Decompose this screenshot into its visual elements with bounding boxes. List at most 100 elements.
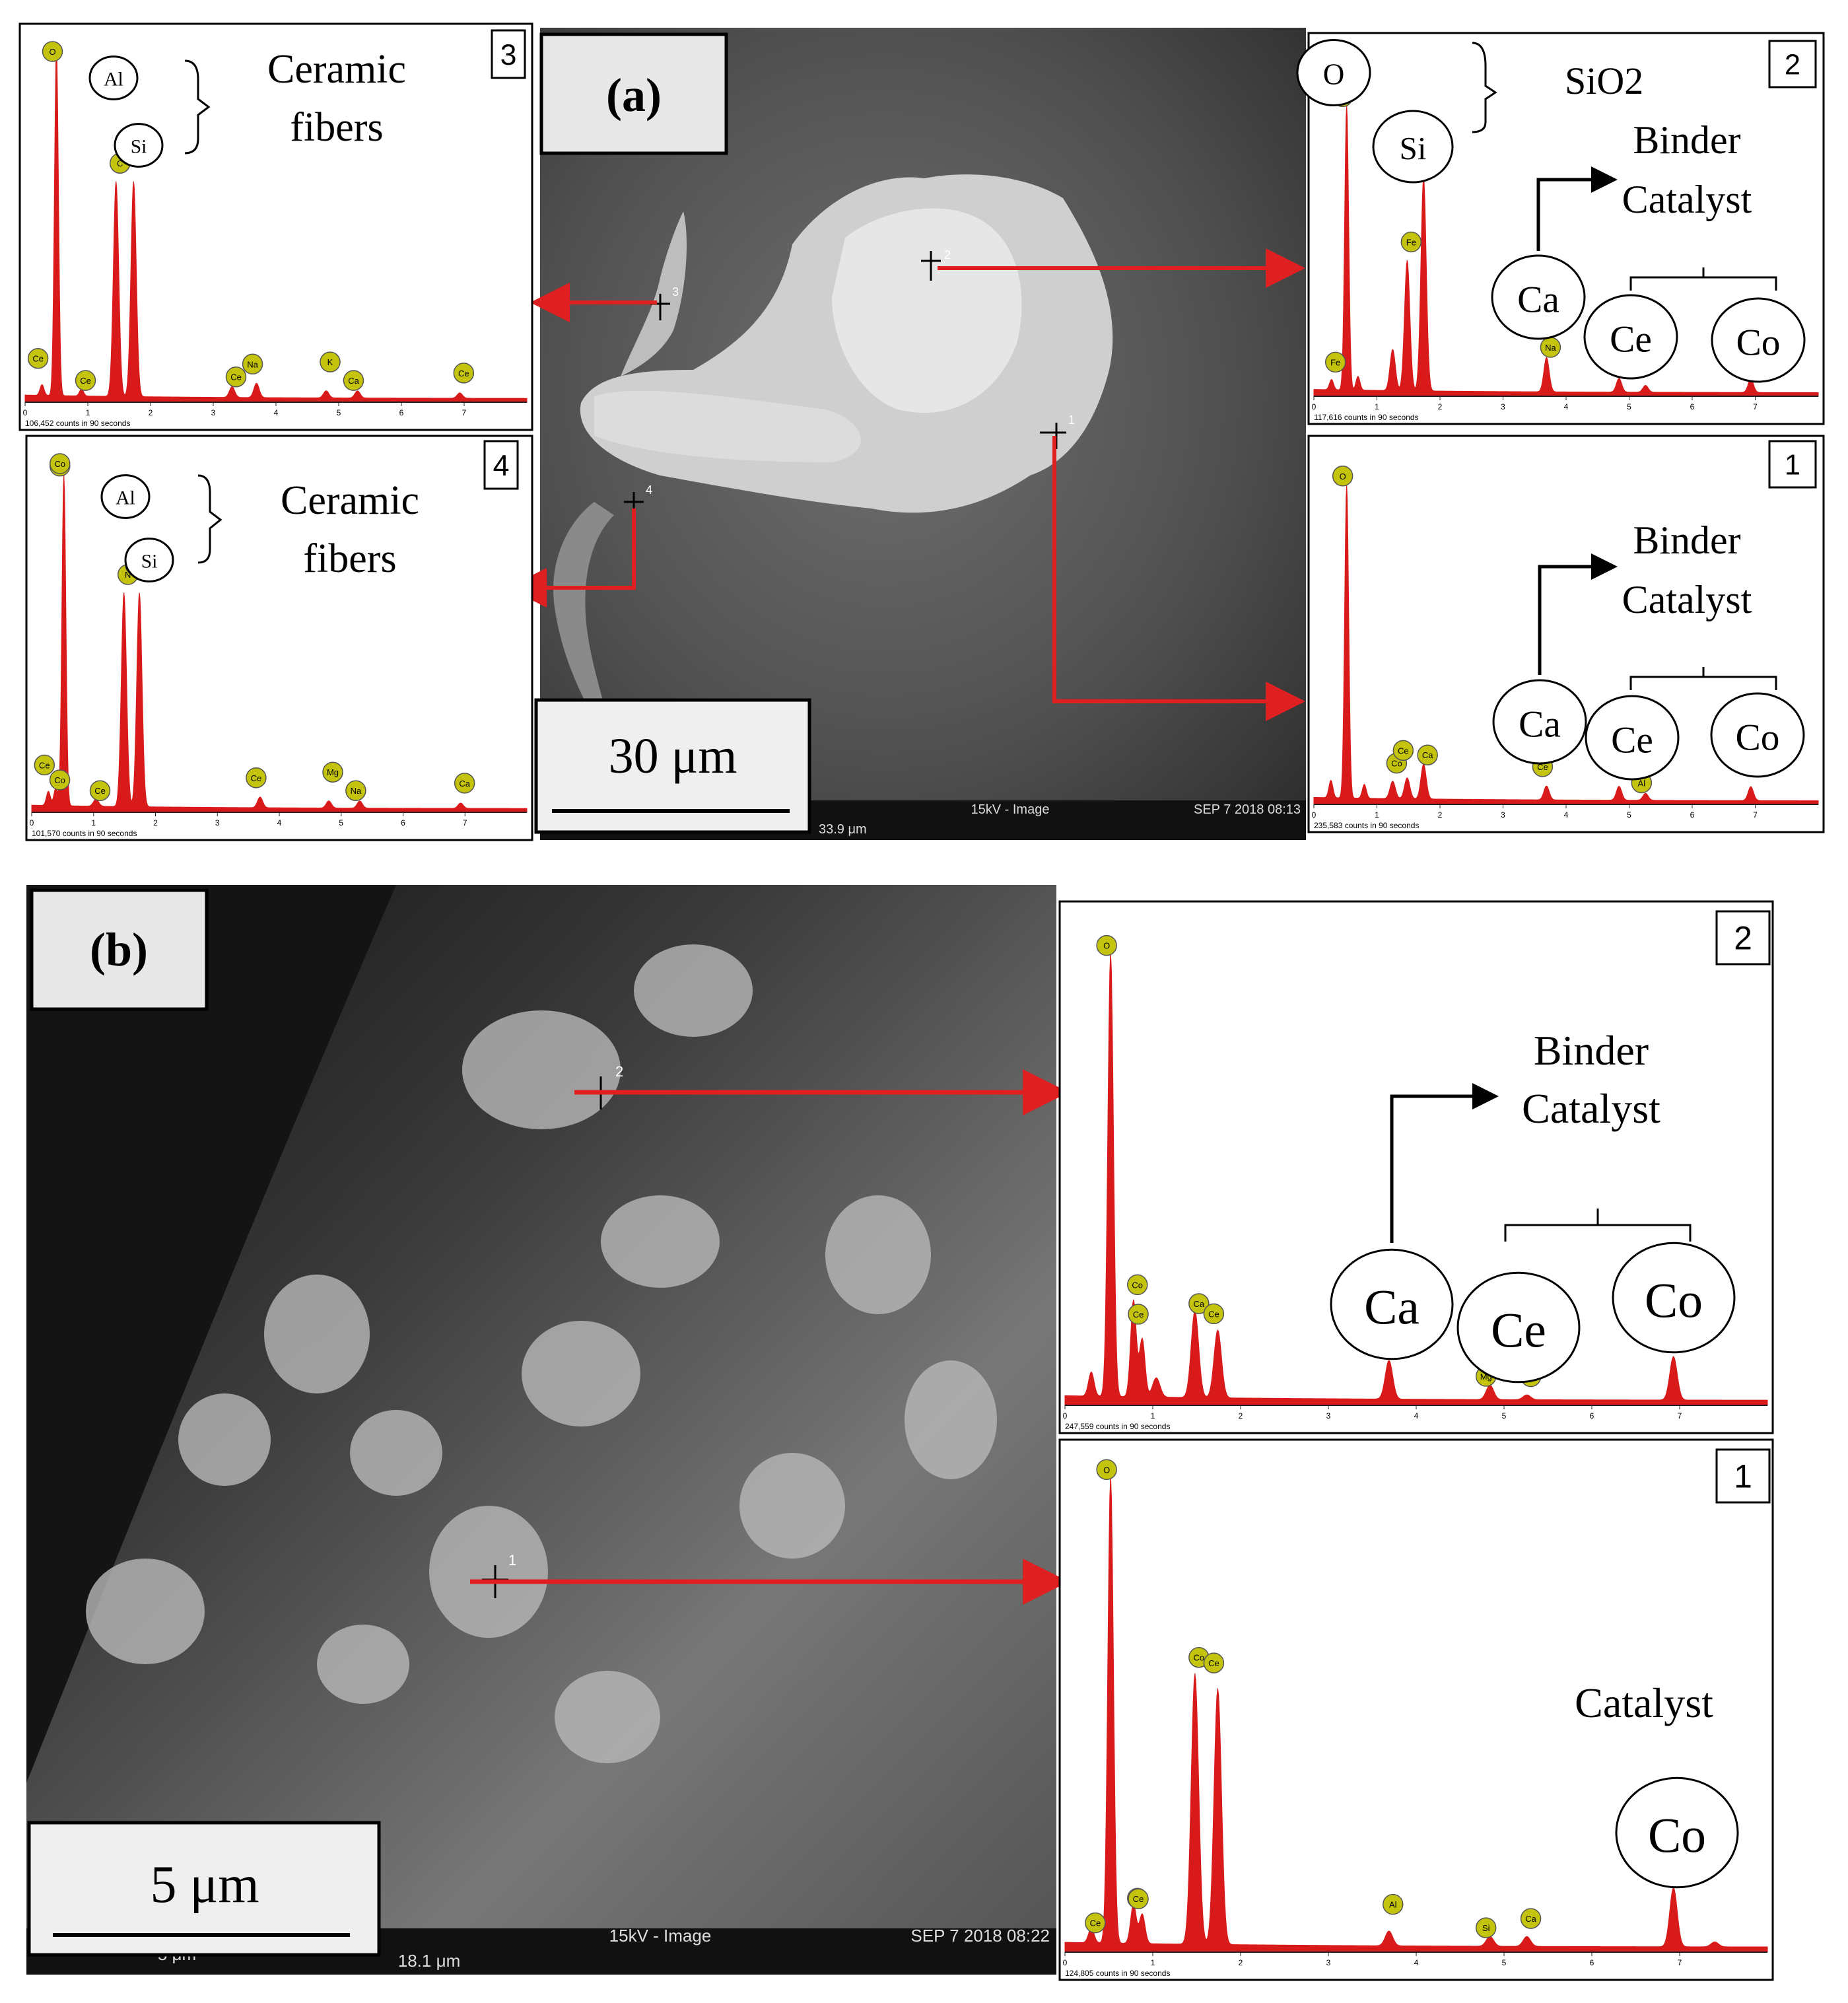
element-circle bbox=[1583, 294, 1678, 380]
spectrum-number: 2 bbox=[1734, 920, 1752, 957]
axis-tick-label: 0 bbox=[23, 408, 28, 417]
axis-tick-label: 7 bbox=[1678, 1958, 1682, 1967]
axis-tick-label: 2 bbox=[1239, 1411, 1243, 1421]
peak-marker bbox=[75, 370, 96, 391]
peak-marker bbox=[1096, 934, 1117, 956]
peak-marker-label: Ce bbox=[251, 773, 262, 783]
peak-marker-label: N bbox=[125, 570, 131, 580]
peak-marker bbox=[343, 370, 364, 391]
peak-marker-label: C bbox=[117, 158, 123, 168]
axis-tick-label: 6 bbox=[1690, 810, 1695, 820]
counts-label: 247,559 counts in 90 seconds bbox=[1065, 1422, 1170, 1431]
axis-tick-label: 4 bbox=[1414, 1958, 1419, 1967]
peak-marker-label: O bbox=[1103, 1465, 1110, 1475]
element-circle-label: Co bbox=[1645, 1273, 1703, 1328]
sem-b-date: SEP 7 2018 08:22 bbox=[910, 1926, 1050, 1946]
point-a-3: 3 bbox=[672, 285, 679, 299]
peak-marker bbox=[1096, 1459, 1117, 1481]
ce-co-brace-s2b bbox=[1504, 1209, 1692, 1242]
peak-marker-label: Ce bbox=[1133, 1894, 1144, 1904]
axis-tick-label: 0 bbox=[30, 818, 34, 827]
axis-tick-label: 5 bbox=[337, 408, 341, 417]
spectrum-number: 3 bbox=[500, 39, 517, 71]
sem-a-mode: 15kV - Image bbox=[971, 802, 1050, 817]
peak-marker bbox=[1128, 1888, 1149, 1909]
peak-marker-label: Ce bbox=[39, 760, 50, 770]
panel-a-label-box bbox=[539, 32, 728, 155]
annotation-line-1: Binder bbox=[1534, 1027, 1649, 1074]
axis-tick-label: 3 bbox=[215, 818, 220, 827]
peak-marker bbox=[1128, 1304, 1149, 1325]
sem-a-field: 33.9 μm bbox=[819, 822, 867, 837]
axis-tick-label: 1 bbox=[86, 408, 90, 417]
axis-tick-label: 2 bbox=[1438, 402, 1443, 411]
spectrum-number-box bbox=[1715, 1448, 1771, 1504]
counts-label: 117,616 counts in 90 seconds bbox=[1314, 413, 1419, 422]
ceramic-brace-s4 bbox=[197, 474, 222, 564]
axis-tick-label: 0 bbox=[1312, 810, 1317, 820]
sem-a-date: SEP 7 2018 08:13 bbox=[1194, 802, 1301, 817]
spectrum-trace bbox=[31, 474, 528, 813]
peak-marker bbox=[453, 363, 475, 384]
peak-marker bbox=[1392, 740, 1414, 761]
annotation-line-2: Catalyst bbox=[1622, 178, 1752, 221]
arrows-a bbox=[507, 248, 1305, 721]
axis-tick-label: 3 bbox=[1501, 810, 1505, 820]
binder-arrow-s1a bbox=[1538, 553, 1618, 675]
element-circle bbox=[114, 123, 164, 168]
element-circle-label: Si bbox=[1399, 130, 1426, 166]
ceramic-brace-s3 bbox=[184, 59, 211, 155]
peak-marker-label: Na bbox=[1545, 343, 1556, 353]
group-brace bbox=[1472, 42, 1497, 133]
peak-marker-label: K bbox=[327, 357, 333, 367]
peak-marker-label: Ce bbox=[230, 372, 242, 382]
peak-marker-label: Fe bbox=[1406, 237, 1416, 247]
peak-marker bbox=[50, 453, 71, 474]
axis-tick-label: 2 bbox=[1239, 1958, 1243, 1967]
sem-b-mode: 15kV - Image bbox=[609, 1926, 712, 1946]
element-circle bbox=[1330, 1248, 1454, 1360]
peak-marker bbox=[345, 780, 366, 801]
peak-marker bbox=[34, 754, 55, 776]
peak-marker-label: Co bbox=[1391, 759, 1402, 769]
peak-marker-label: Ce bbox=[1133, 1310, 1144, 1319]
point-a-2: 2 bbox=[944, 248, 951, 262]
spectrum-frame bbox=[1058, 1438, 1774, 1981]
peak-marker bbox=[1332, 466, 1353, 487]
axis-tick-label: 1 bbox=[1375, 810, 1379, 820]
peak-marker bbox=[322, 761, 343, 783]
peak-marker-label: Ca bbox=[1525, 1914, 1536, 1924]
axis-tick-label: 4 bbox=[1414, 1411, 1419, 1421]
axis-tick-label: 7 bbox=[462, 408, 467, 417]
peak-marker bbox=[242, 353, 263, 375]
axis-tick-label: 6 bbox=[399, 408, 404, 417]
element-circle bbox=[1710, 692, 1805, 778]
axis-tick-label: 1 bbox=[1151, 1958, 1155, 1967]
peak-marker-label: Ce bbox=[80, 376, 91, 386]
element-circle-label: Co bbox=[1648, 1808, 1706, 1863]
peak-marker-label: Ce bbox=[1090, 1918, 1101, 1928]
binder-arrow-s2a bbox=[1536, 166, 1618, 251]
annotation-line-1: Ceramic bbox=[281, 478, 419, 523]
ce-co-brace-s2a bbox=[1629, 267, 1777, 291]
axis-tick-label: 7 bbox=[1753, 810, 1758, 820]
panel-b-label: (b) bbox=[90, 923, 148, 976]
scale-bar-a-label: 30 μm bbox=[609, 728, 737, 784]
element-circle-label: Ca bbox=[1364, 1280, 1420, 1335]
element-circle bbox=[100, 474, 151, 519]
axis-tick-label: 0 bbox=[1063, 1411, 1068, 1421]
element-circle-label: Al bbox=[104, 69, 123, 90]
peak-marker-label: O bbox=[1340, 472, 1346, 481]
peak-marker bbox=[1417, 744, 1438, 765]
peak-marker-label: Ce bbox=[458, 369, 469, 378]
spectrum-number-box bbox=[1715, 910, 1771, 966]
spectrum-number-box bbox=[491, 29, 526, 79]
group-label: SiO2 bbox=[1565, 59, 1643, 102]
peak-marker bbox=[1400, 231, 1422, 253]
element-circle bbox=[1491, 254, 1586, 340]
peak-marker-label: Na bbox=[247, 359, 258, 369]
element-circle-label: Co bbox=[1736, 322, 1781, 363]
